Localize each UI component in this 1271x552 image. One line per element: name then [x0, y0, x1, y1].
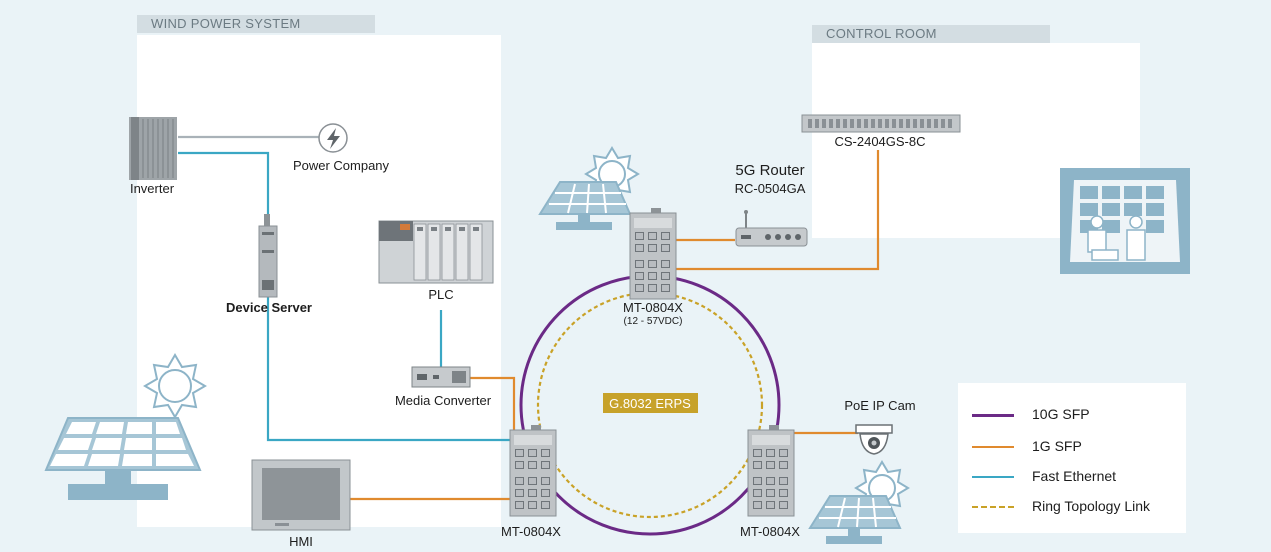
legend-label: 1G SFP — [1032, 438, 1082, 454]
power-company-label: Power Company — [293, 158, 390, 173]
legend-label: Ring Topology Link — [1032, 498, 1151, 514]
industrial-switch-icon — [509, 425, 557, 517]
converter-to-switch-link — [470, 376, 516, 440]
legend-swatch — [972, 476, 1014, 478]
industrial-switch-icon — [629, 208, 677, 300]
legend-label: 10G SFP — [1032, 406, 1090, 422]
solar-panel-icon — [44, 417, 202, 500]
legend-item-10g: 10G SFP — [972, 405, 1182, 425]
core-switch-icon — [801, 114, 961, 133]
device-server-icon — [258, 214, 278, 298]
legend: 10G SFP 1G SFP Fast Ethernet Ring Topolo… — [958, 383, 1186, 533]
legend-swatch — [972, 506, 1014, 508]
switch-right-label: MT-0804X — [740, 524, 800, 539]
inverter-label: Inverter — [130, 181, 175, 196]
switch-to-core-link — [676, 150, 880, 271]
control-room-section-title: CONTROL ROOM — [812, 25, 1050, 43]
plc-label: PLC — [428, 287, 453, 302]
router-name-label: 5G Router — [735, 162, 804, 179]
router-model-label: RC-0504GA — [735, 181, 806, 196]
inverter-icon — [129, 117, 177, 180]
legend-item-fast-ethernet: Fast Ethernet — [972, 467, 1182, 487]
legend-label: Fast Ethernet — [1032, 468, 1117, 484]
lightning-icon — [318, 123, 348, 153]
camera-label: PoE IP Cam — [844, 398, 915, 413]
device-server-label: Device Server — [226, 300, 312, 315]
ring-label-box — [603, 393, 698, 413]
core-switch-label: CS-2404GS-8C — [834, 134, 925, 149]
legend-item-1g: 1G SFP — [972, 437, 1182, 457]
switch-top-label: MT-0804X — [623, 300, 683, 315]
legend-item-ring: Ring Topology Link — [972, 497, 1182, 517]
router-icon — [735, 210, 808, 247]
ring-label: G.8032 ERPS — [609, 396, 691, 411]
solar-panel-icon — [808, 495, 902, 544]
switch-top-power-label: (12 - 57VDC) — [624, 316, 683, 327]
legend-swatch — [972, 446, 1014, 448]
switch-left-label: MT-0804X — [501, 524, 561, 539]
hmi-icon — [251, 459, 351, 531]
solar-panel-icon — [538, 181, 632, 230]
plc-icon — [378, 220, 494, 284]
industrial-switch-icon — [747, 425, 795, 517]
legend-swatch — [972, 414, 1014, 417]
sun-icon — [143, 353, 207, 419]
media-converter-icon — [411, 366, 471, 388]
wind-power-section-title: WIND POWER SYSTEM — [137, 15, 375, 33]
control-room-operator-icon — [1060, 168, 1190, 274]
media-converter-label: Media Converter — [395, 393, 492, 408]
hmi-label: HMI — [289, 534, 313, 549]
ip-camera-icon — [855, 424, 893, 455]
